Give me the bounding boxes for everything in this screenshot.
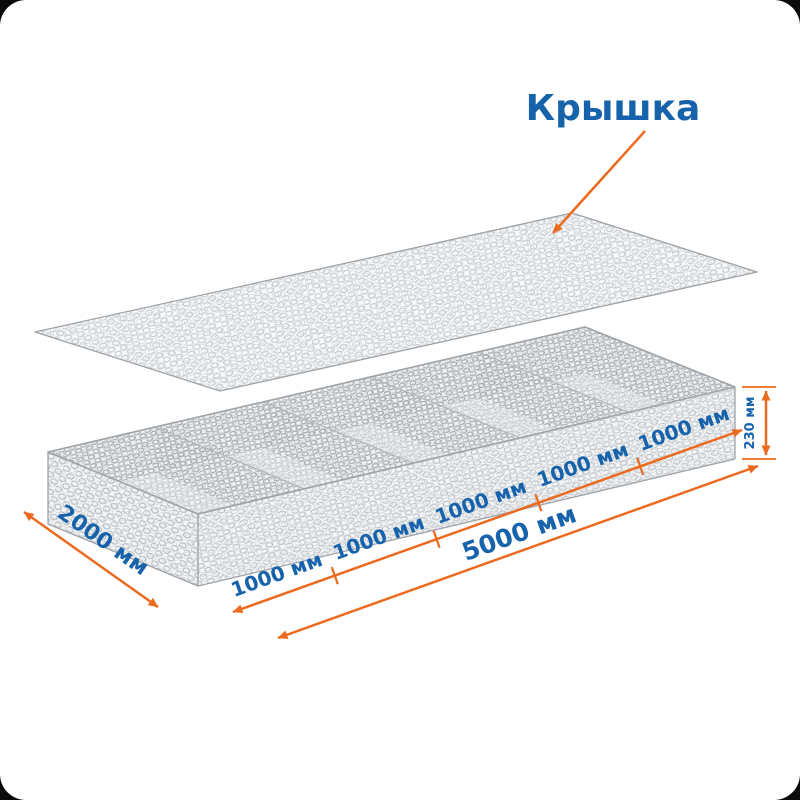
dim-total-length-line <box>277 464 759 640</box>
lid-callout-label: Крышка <box>526 88 701 129</box>
basket-opening-density-overlay <box>48 327 735 514</box>
dim-height-label: 230 мм <box>743 397 758 450</box>
lid-mesh-layer-2 <box>35 213 757 391</box>
lid-outline <box>34 212 758 392</box>
dim-height: 230 мм <box>742 386 776 460</box>
lid-mesh-panel <box>34 212 758 392</box>
dim-width-line <box>23 510 159 609</box>
lid-leader-line <box>552 130 646 234</box>
lid-callout: Крышка <box>526 88 701 234</box>
